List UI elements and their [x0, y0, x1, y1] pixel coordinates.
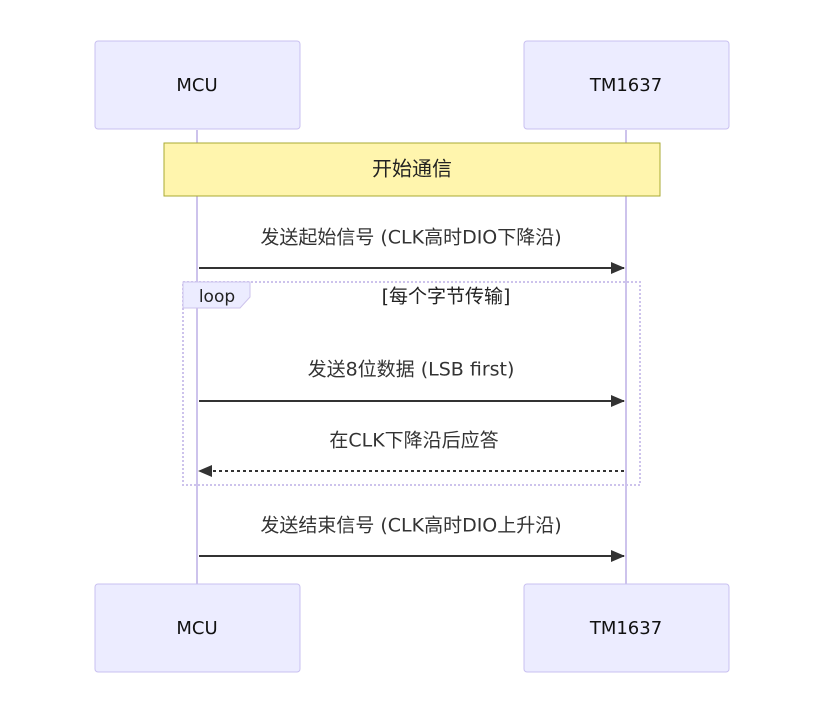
loop-frame: loop [每个字节传输]	[182, 281, 641, 486]
message-start-signal: 发送起始信号 (CLK高时DIO下降沿)	[199, 227, 625, 274]
message-send-data-label: 发送8位数据 (LSB first)	[308, 359, 515, 381]
actor-tm1637-top: TM1637	[523, 40, 730, 130]
loop-label: loop	[199, 287, 235, 307]
loop-tab	[182, 281, 251, 309]
note-start-communication: 开始通信	[163, 142, 661, 197]
message-ack-label: 在CLK下降沿后应答	[329, 430, 498, 452]
message-stop-signal: 发送结束信号 (CLK高时DIO上升沿)	[199, 515, 625, 562]
actor-mcu-top: MCU	[94, 40, 301, 130]
message-send-data: 发送8位数据 (LSB first)	[199, 359, 625, 407]
note-text: 开始通信	[372, 157, 452, 181]
actor-tm1637-bottom-label: TM1637	[589, 618, 662, 639]
message-start-signal-label: 发送起始信号 (CLK高时DIO下降沿)	[260, 227, 561, 249]
message-ack: 在CLK下降沿后应答	[198, 430, 624, 477]
actor-mcu-bottom-label: MCU	[176, 618, 217, 639]
loop-condition: [每个字节传输]	[382, 286, 511, 308]
actor-mcu-top-label: MCU	[176, 75, 217, 96]
actor-tm1637-top-label: TM1637	[589, 75, 662, 96]
actor-mcu-bottom: MCU	[94, 583, 301, 673]
actor-tm1637-bottom: TM1637	[523, 583, 730, 673]
message-stop-signal-label: 发送结束信号 (CLK高时DIO上升沿)	[260, 515, 561, 537]
